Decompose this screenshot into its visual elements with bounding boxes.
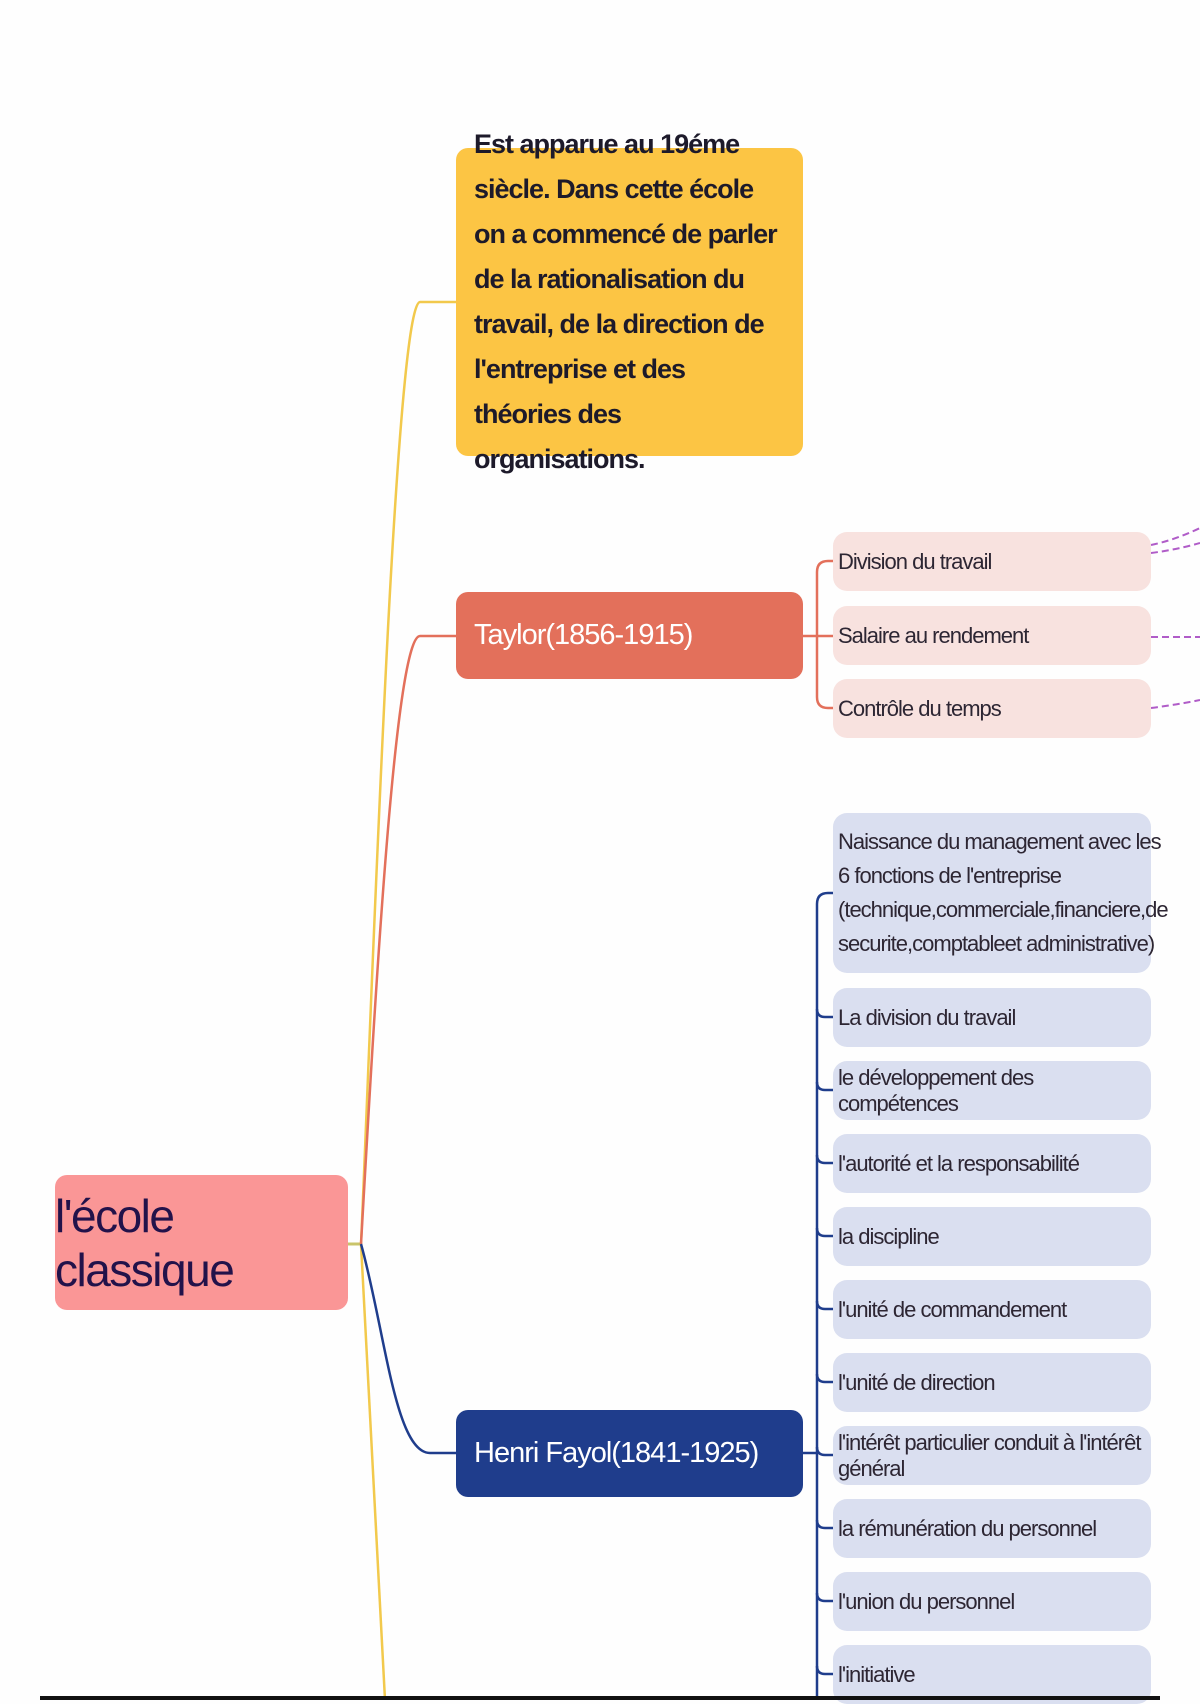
fayol-item-label: La division du travail [838, 1004, 1016, 1030]
fayol-item-label: l'unité de direction [838, 1369, 996, 1395]
fayol-item-label: la rémunération du personnel [838, 1515, 1097, 1541]
intro-node[interactable]: Est apparue au 19éme siècle. Dans cette … [456, 129, 803, 474]
taylor-item-label: Division du travail [838, 548, 992, 574]
fayol-item[interactable]: l'union du personnel [833, 1572, 1151, 1631]
fayol-label: Henri Fayol(1841-1925) [474, 1437, 759, 1469]
fayol-branch-line [815, 1227, 833, 1238]
taylor-item-label: Salaire au rendement [838, 622, 1029, 648]
fayol-branch-line [815, 1519, 833, 1530]
fayol-item[interactable]: l'unité de commandement [833, 1280, 1151, 1339]
fayol-item-label: le développement des compétences [838, 1064, 1034, 1116]
taylor-item[interactable]: Contrôle du temps [833, 679, 1151, 738]
bottom-border [40, 1696, 1160, 1700]
fayol-item[interactable]: l'intérêt particulier conduit à l'intérê… [833, 1426, 1151, 1485]
fayol-item[interactable]: le développement des compétences [833, 1061, 1151, 1120]
taylor-node[interactable]: Taylor(1856-1915) [456, 592, 803, 679]
fayol-item[interactable]: la discipline [833, 1207, 1151, 1266]
fayol-item[interactable]: la rémunération du personnel [833, 1499, 1151, 1558]
fayol-branch-line [815, 1154, 833, 1165]
fayol-item[interactable]: Naissance du management avec les 6 fonct… [833, 813, 1169, 973]
fayol-branch-line [815, 1300, 833, 1311]
fayol-branch-line [815, 1446, 833, 1457]
taylor-item-label: Contrôle du temps [838, 695, 1002, 721]
fayol-item[interactable]: La division du travail [833, 988, 1151, 1047]
fayol-branch-line [815, 1008, 833, 1019]
fayol-item[interactable]: l'unité de direction [833, 1353, 1151, 1412]
fayol-item-label: l'intérêt particulier conduit à l'intérê… [838, 1429, 1141, 1481]
root-node[interactable]: l'école classique [55, 1175, 348, 1310]
fayol-branch-line [815, 1373, 833, 1384]
fayol-node[interactable]: Henri Fayol(1841-1925) [456, 1410, 803, 1497]
fayol-branch-line [815, 1592, 833, 1603]
fayol-item-label: Naissance du management avec les 6 fonct… [838, 829, 1169, 956]
taylor-item[interactable]: Salaire au rendement [833, 606, 1151, 665]
fayol-branch-line [815, 1081, 833, 1092]
fayol-item[interactable]: l'autorité et la responsabilité [833, 1134, 1151, 1193]
taylor-label: Taylor(1856-1915) [474, 619, 693, 651]
intro-text: Est apparue au 19éme siècle. Dans cette … [474, 129, 778, 474]
fayol-item[interactable]: l'initiative [833, 1645, 1151, 1704]
fayol-branch-line [815, 1665, 833, 1676]
fayol-item-label: l'initiative [838, 1661, 916, 1687]
root-label: l'école classique [55, 1189, 235, 1296]
fayol-item-label: l'autorité et la responsabilité [838, 1150, 1080, 1176]
fayol-item-label: la discipline [838, 1223, 940, 1249]
fayol-item-label: l'union du personnel [838, 1588, 1015, 1614]
fayol-item-label: l'unité de commandement [838, 1296, 1067, 1322]
taylor-item[interactable]: Division du travail [833, 532, 1151, 591]
